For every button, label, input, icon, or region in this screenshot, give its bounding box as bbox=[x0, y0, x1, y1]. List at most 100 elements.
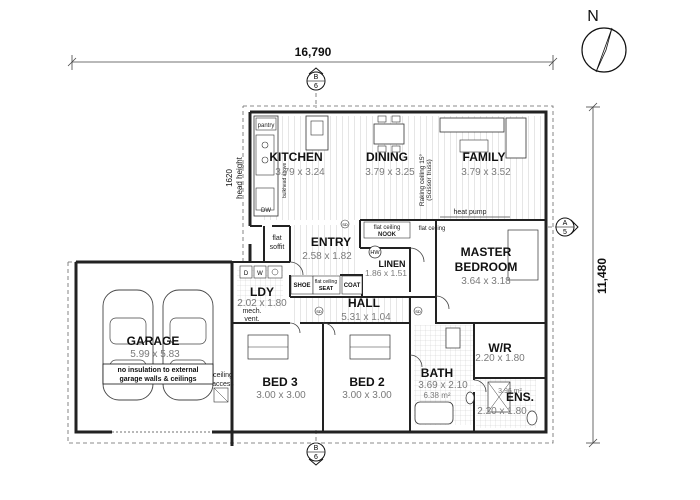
section-marker-bottom: B 6 bbox=[306, 430, 326, 466]
overall-depth-dimension: 11,480 bbox=[586, 102, 609, 448]
laundry-appliances: D W bbox=[239, 265, 283, 279]
bed3-name: BED 3 bbox=[262, 375, 298, 389]
dining-table bbox=[373, 115, 405, 153]
compass-circle bbox=[581, 27, 627, 73]
svg-text:mech.: mech. bbox=[242, 308, 261, 315]
family-name: FAMILY bbox=[463, 150, 506, 164]
svg-text:(Scissor truss): (Scissor truss) bbox=[426, 159, 433, 201]
entry-size: 2.58 x 1.82 bbox=[302, 251, 352, 262]
pantry-label: pantry bbox=[258, 123, 275, 129]
garage-name: GARAGE bbox=[127, 334, 180, 348]
family-size: 3.79 x 3.52 bbox=[461, 167, 511, 178]
svg-text:SHOE: SHOE bbox=[293, 283, 310, 289]
master-bed bbox=[507, 229, 539, 281]
ceiling-access-note: ceiling access bbox=[212, 372, 234, 403]
bath-name: BATH bbox=[421, 366, 453, 380]
family-sofa bbox=[439, 117, 527, 159]
head-height-note: 1620 head height bbox=[225, 156, 244, 199]
flat-soffit-note: flat soffit bbox=[270, 235, 285, 251]
bed2-name: BED 2 bbox=[349, 375, 385, 389]
master-name-line1: MASTER bbox=[461, 245, 512, 259]
svg-text:SD: SD bbox=[342, 222, 348, 227]
svg-text:SD: SD bbox=[415, 309, 421, 314]
overall-width-label: 16,790 bbox=[295, 45, 332, 59]
svg-text:HW: HW bbox=[370, 250, 380, 256]
north-label: N bbox=[587, 8, 599, 25]
svg-text:Raking ceiling 15°: Raking ceiling 15° bbox=[418, 154, 426, 207]
garage-size: 5.99 x 5.83 bbox=[130, 349, 180, 360]
svg-text:NOOK: NOOK bbox=[378, 232, 397, 238]
svg-text:1620: 1620 bbox=[225, 169, 234, 187]
svg-text:head height: head height bbox=[235, 156, 244, 199]
bed3-size: 3.00 x 3.00 bbox=[256, 390, 306, 401]
svg-text:6: 6 bbox=[314, 454, 318, 461]
heat-pump: heat pump bbox=[440, 209, 510, 218]
wr-name: W/R bbox=[488, 341, 512, 355]
svg-text:heat pump: heat pump bbox=[453, 209, 486, 216]
overall-width-dimension: 16,790 bbox=[67, 45, 558, 70]
section-marker-top: B 6 bbox=[306, 67, 326, 108]
door-swings bbox=[112, 247, 487, 433]
svg-text:5: 5 bbox=[563, 229, 567, 236]
svg-text:SEAT: SEAT bbox=[319, 286, 334, 292]
svg-text:access: access bbox=[212, 381, 234, 388]
entry-floor-boards bbox=[290, 225, 360, 275]
svg-text:DW: DW bbox=[261, 208, 271, 214]
dining-size: 3.79 x 3.25 bbox=[365, 167, 415, 178]
mech-vent-note: mech. vent. bbox=[242, 308, 261, 323]
svg-text:COAT: COAT bbox=[344, 283, 361, 289]
exterior-walls bbox=[74, 110, 548, 446]
svg-text:vent.: vent. bbox=[244, 316, 259, 323]
linen-size: 1.86 x 1.51 bbox=[365, 268, 407, 278]
ens-name: ENS. bbox=[506, 390, 534, 404]
smoke-detectors: SD SD SD bbox=[314, 219, 423, 316]
master-name-line2: BEDROOM bbox=[455, 260, 518, 274]
kitchen-size: 3.79 x 3.24 bbox=[275, 167, 325, 178]
ensuite-fixtures bbox=[487, 381, 538, 426]
interior-walls bbox=[232, 219, 546, 432]
svg-text:garage walls & ceilings: garage walls & ceilings bbox=[119, 376, 196, 383]
svg-text:flat ceiling: flat ceiling bbox=[419, 226, 446, 232]
bath-size: 3.69 x 2.10 bbox=[418, 380, 468, 391]
coat-cupboard: COAT bbox=[341, 275, 363, 295]
svg-text:B: B bbox=[314, 445, 319, 452]
hot-water-cylinder: HW bbox=[368, 245, 382, 259]
kitchen-name: KITCHEN bbox=[269, 150, 322, 164]
section-marker-right: A 5 bbox=[548, 217, 579, 237]
linen-name: LINEN bbox=[379, 259, 406, 269]
svg-text:soffit: soffit bbox=[270, 244, 285, 251]
bed2-size: 3.00 x 3.00 bbox=[342, 390, 392, 401]
master-size: 3.64 x 3.18 bbox=[461, 276, 511, 287]
garage-note: no insulation to external garage walls &… bbox=[102, 363, 214, 385]
shoe-cupboard: SHOE bbox=[290, 275, 314, 295]
svg-text:W: W bbox=[257, 271, 263, 277]
svg-text:A: A bbox=[563, 220, 568, 227]
svg-text:D: D bbox=[244, 271, 249, 277]
laundry-name: LDY bbox=[250, 285, 274, 299]
raking-ceiling-note: Raking ceiling 15° (Scissor truss) bbox=[418, 154, 433, 207]
bath-area: 6.38 m² bbox=[423, 391, 450, 400]
flat-ceiling-note: flat ceiling bbox=[419, 226, 446, 232]
kitchen-fittings: pantry DW bulkhead above bbox=[253, 115, 329, 217]
entry-seat: flat ceiling SEAT bbox=[312, 275, 341, 295]
bath-fixtures bbox=[414, 327, 475, 425]
ens-area: 3.96 m² bbox=[498, 388, 522, 395]
entry-name: ENTRY bbox=[311, 235, 351, 249]
svg-text:6: 6 bbox=[314, 83, 318, 90]
north-compass: N bbox=[581, 8, 627, 73]
bed2-bed bbox=[349, 334, 391, 360]
kitchen-island bbox=[305, 115, 329, 151]
ens-size: 2.20 x 1.80 bbox=[477, 406, 527, 417]
nook: flat ceiling NOOK bbox=[363, 221, 411, 239]
svg-text:flat: flat bbox=[272, 235, 281, 242]
hall-name: HALL bbox=[348, 296, 380, 310]
svg-text:flat ceiling: flat ceiling bbox=[374, 225, 401, 231]
svg-text:no insulation to external: no insulation to external bbox=[118, 367, 199, 374]
bulkhead-label: bulkhead above bbox=[282, 162, 288, 198]
hall-floor-boards bbox=[290, 297, 410, 323]
dining-name: DINING bbox=[366, 150, 408, 164]
svg-text:flat ceiling: flat ceiling bbox=[315, 279, 337, 285]
laundry-size: 2.02 x 1.80 bbox=[237, 298, 287, 309]
svg-text:ceiling: ceiling bbox=[213, 372, 233, 379]
